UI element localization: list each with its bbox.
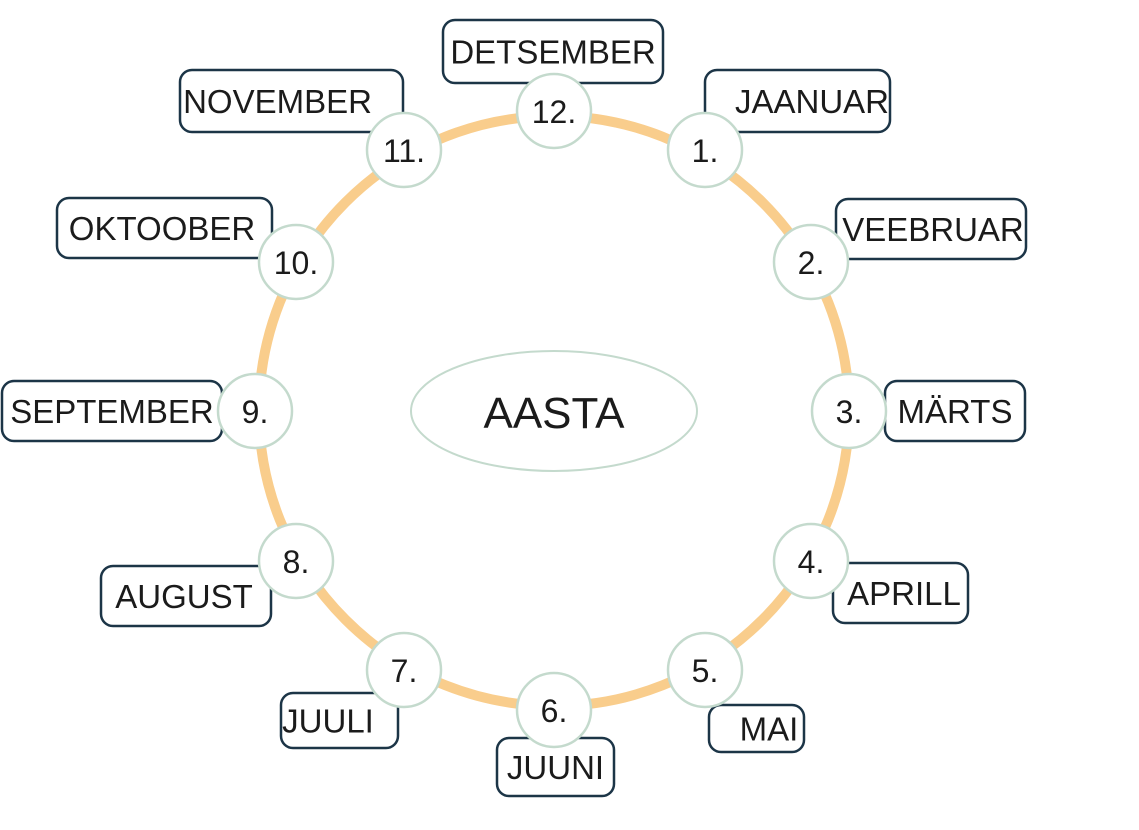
month-node-7: 7. [365,631,443,709]
month-node-circle [515,72,593,150]
month-label-10: OKTOOBER [55,196,274,260]
month-node-circle [772,522,850,600]
month-node-circle [257,223,335,301]
month-number: 11. [383,133,425,169]
month-number: 4. [798,544,825,580]
month-name: OKTOOBER [69,210,255,247]
month-label-4: APRILL [831,561,970,625]
month-label-2: VEEBRUAR [834,197,1028,261]
month-name: VEEBRUAR [842,211,1024,248]
month-label-11: NOVEMBER [178,68,405,134]
month-label-8: AUGUST [99,564,273,628]
month-name: NOVEMBER [183,83,372,120]
month-number: 2. [798,245,825,281]
month-label-box [831,561,970,625]
month-node-10: 10. [257,223,335,301]
month-labels: JAANUAR VEEBRUAR MÄRTS APRILL MAI JUUNI JUULI A… [0,18,1028,798]
month-node-2: 2. [772,223,850,301]
month-node-circle [666,631,744,709]
month-node-circle [257,522,335,600]
month-node-circle [810,372,888,450]
month-number: 9. [242,394,269,430]
month-node-circle [365,631,443,709]
month-node-circle [515,671,593,749]
month-label-3: MÄRTS [883,379,1027,443]
month-label-box [279,691,400,750]
month-number: 10. [274,245,318,281]
month-number: 6. [541,693,568,729]
month-name: AUGUST [115,578,253,615]
month-label-box [703,68,892,134]
month-number: 12. [532,94,576,130]
month-label-box [834,197,1028,261]
month-node-6: 6. [515,671,593,749]
month-number: 7. [391,653,418,689]
center-ellipse [410,350,698,472]
month-label-box [55,196,274,260]
month-node-1: 1. [666,111,744,189]
month-label-9: SEPTEMBER [0,379,224,443]
month-number: 1. [692,133,719,169]
month-name: JUULI [282,703,374,740]
month-number: 3. [836,394,863,430]
month-name: SEPTEMBER [10,393,214,430]
month-node-12: 12. [515,72,593,150]
month-node-3: 3. [810,372,888,450]
month-name: JUUNI [507,749,604,786]
month-node-5: 5. [666,631,744,709]
month-node-4: 4. [772,522,850,600]
month-name: APRILL [847,575,961,612]
month-label-box [178,68,405,134]
month-node-circle [365,111,443,189]
month-label-box [99,564,273,628]
month-node-circle [666,111,744,189]
month-name: DETSEMBER [450,34,655,71]
month-label-box [707,703,806,754]
month-label-7: JUULI [279,691,400,750]
month-label-6: JUUNI [495,736,616,798]
month-node-11: 11. [365,111,443,189]
month-node-9: 9. [216,372,294,450]
month-node-circle [772,223,850,301]
month-label-5: MAI [707,703,806,754]
month-node-circle [216,372,294,450]
month-label-12: DETSEMBER [441,18,665,85]
month-number: 5. [692,653,719,689]
month-name: JAANUAR [735,83,889,120]
month-name: MÄRTS [898,393,1013,430]
month-label-1: JAANUAR [703,68,892,134]
center-oval: AASTA [410,350,698,472]
month-node-8: 8. [257,522,335,600]
center-label: AASTA [483,389,625,438]
month-name: MAI [740,711,799,748]
month-number: 8. [283,544,310,580]
month-nodes: 1. 2. 3. 4. 5. 6. 7. 8. 9. 10. 11. 12. [216,72,888,749]
